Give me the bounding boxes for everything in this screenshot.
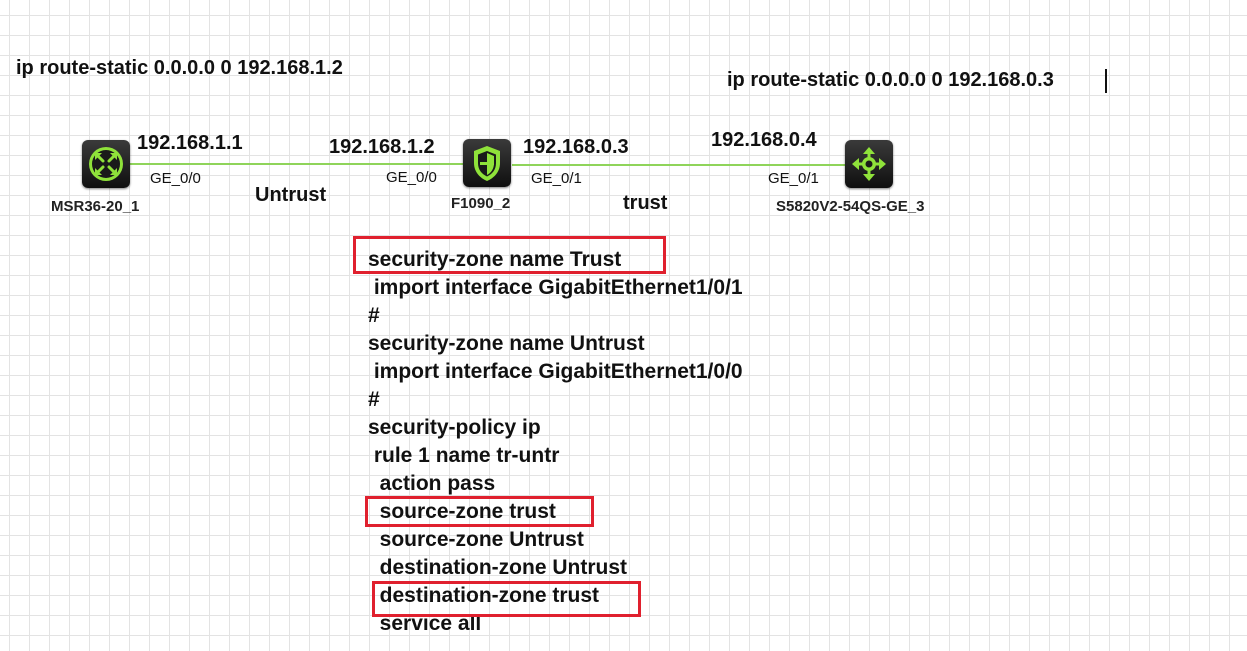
link-router-firewall[interactable] (130, 163, 464, 165)
config-line: security-zone name Untrust (368, 332, 645, 355)
link-firewall-switch[interactable] (512, 164, 846, 166)
text-cursor (1105, 69, 1107, 93)
firewall-left-ip: 192.168.1.2 (329, 136, 435, 158)
config-line: source-zone Untrust (368, 528, 584, 551)
switch-ip: 192.168.0.4 (711, 129, 817, 151)
right-static-route: ip route-static 0.0.0.0 0 192.168.0.3 (727, 69, 1054, 91)
highlight-source-zone-trust (365, 496, 594, 527)
config-line: # (368, 304, 380, 327)
untrust-zone-label: Untrust (255, 184, 327, 206)
config-line: security-policy ip (368, 416, 541, 439)
config-line: import interface GigabitEthernet1/0/1 (368, 276, 743, 299)
switch-name: S5820V2-54QS-GE_3 (776, 198, 925, 215)
config-line: rule 1 name tr-untr (368, 444, 560, 467)
config-line: destination-zone trust (368, 584, 599, 607)
config-line: import interface GigabitEthernet1/0/0 (368, 360, 743, 383)
firewall-right-ip: 192.168.0.3 (523, 136, 629, 158)
firewall-device[interactable] (463, 139, 511, 187)
config-line: security-zone name Trust (368, 248, 622, 271)
left-static-route: ip route-static 0.0.0.0 0 192.168.1.2 (16, 57, 343, 79)
highlight-destination-zone-trust (372, 581, 641, 617)
config-block: security-zone name Trust import interfac… (368, 246, 743, 638)
config-line: action pass (368, 472, 496, 495)
layer3-switch-icon (852, 147, 886, 181)
trust-zone-label: trust (623, 192, 668, 214)
firewall-left-port: GE_0/0 (386, 169, 437, 186)
config-line: service all (368, 612, 482, 635)
router-ip: 192.168.1.1 (137, 132, 243, 154)
config-line: destination-zone Untrust (368, 556, 627, 579)
router-port: GE_0/0 (150, 170, 201, 187)
switch-device[interactable] (845, 140, 893, 188)
router-name: MSR36-20_1 (51, 198, 140, 215)
switch-port: GE_0/1 (768, 170, 819, 187)
router-icon (89, 147, 123, 181)
firewall-name: F1090_2 (451, 195, 511, 212)
router-device[interactable] (82, 140, 130, 188)
firewall-shield-icon (474, 146, 500, 181)
firewall-right-port: GE_0/1 (531, 170, 582, 187)
highlight-trust-zone (353, 236, 666, 274)
config-line: source-zone trust (368, 500, 556, 523)
config-line: # (368, 388, 380, 411)
